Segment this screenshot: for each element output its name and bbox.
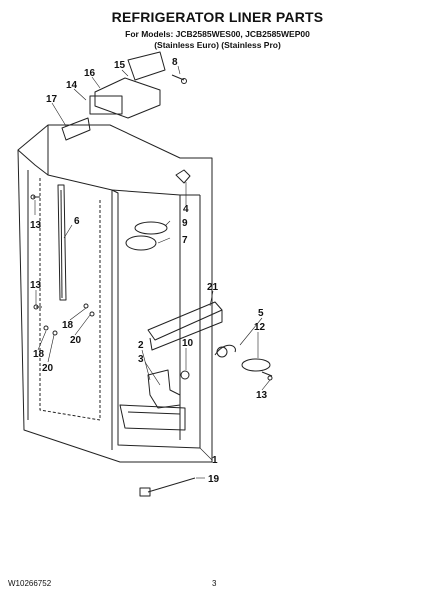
callout-5: 5 [258,308,264,319]
callout-21: 21 [207,282,219,293]
callout-18-upper: 18 [62,320,74,331]
models-line: For Models: JCB2585WES00, JCB2585WEP00 [125,29,310,39]
shelf-rail [57,184,67,301]
callout-10: 10 [182,338,194,349]
doc-number: W10266752 [8,579,52,588]
callout-9: 9 [182,218,188,229]
page-number: 3 [212,579,217,588]
control-housing [94,77,161,119]
callout-2: 2 [138,340,144,351]
callout-12: 12 [254,322,266,333]
callout-20-upper: 20 [70,335,82,346]
callout-13-right: 13 [256,390,268,401]
callout-14: 14 [66,80,78,91]
callout-18-lower: 18 [33,349,45,360]
callout-4: 4 [183,204,189,215]
callout-20-lower: 20 [42,363,54,374]
callout-labels: 8 15 16 14 17 13 6 4 9 7 21 13 18 20 18 … [30,57,268,485]
callout-19: 19 [208,474,220,485]
bracket-21 [147,301,223,341]
callout-16: 16 [84,68,96,79]
callout-6: 6 [74,216,80,227]
callout-15: 15 [114,60,126,71]
callout-7: 7 [182,235,188,246]
variants-line: (Stainless Euro) (Stainless Pro) [154,40,281,50]
liner-outline [17,124,213,463]
callout-1: 1 [212,455,218,466]
page-title: REFRIGERATOR LINER PARTS [111,9,324,25]
callout-8: 8 [172,57,178,68]
callout-13-upper: 13 [30,220,42,231]
callout-13-middle: 13 [30,280,42,291]
callout-17: 17 [46,94,58,105]
callout-3: 3 [138,354,144,365]
